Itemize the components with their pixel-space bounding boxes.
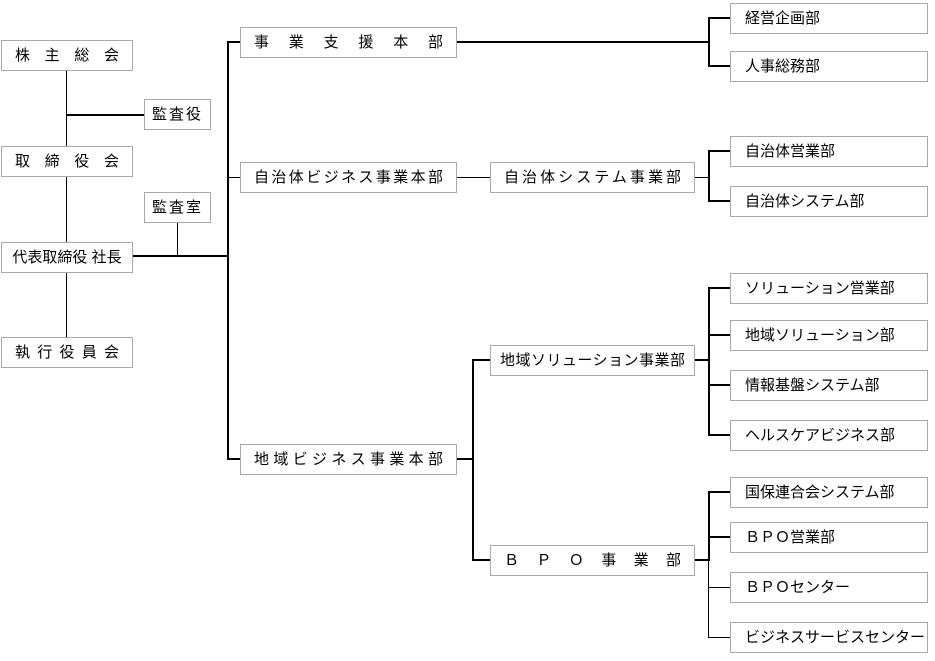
connector-line xyxy=(66,273,67,337)
node-information-infrastructure-dept: 情報基盤システム部 xyxy=(730,370,928,401)
connector-line xyxy=(474,359,490,361)
connector-line xyxy=(708,150,710,202)
node-auditor: 監査役 xyxy=(144,99,211,130)
connector-line xyxy=(708,17,730,19)
node-regional-solution-dept: 地域ソリューション部 xyxy=(730,320,928,351)
connector-line xyxy=(708,200,730,202)
connector-line xyxy=(133,255,229,257)
connector-line xyxy=(708,287,710,436)
node-municipal-system-division: 自治体システム事業部 xyxy=(490,162,695,193)
connector-line xyxy=(66,71,67,146)
node-audit-office: 監査室 xyxy=(144,192,211,223)
connector-line xyxy=(708,384,730,386)
node-kokuho-federation-system-dept: 国保連合会システム部 xyxy=(730,477,928,508)
connector-line xyxy=(708,637,730,638)
connector-line xyxy=(695,177,709,178)
connector-line xyxy=(457,177,490,178)
node-corporate-planning-dept: 経営企画部 xyxy=(730,3,928,34)
connector-line xyxy=(457,41,710,43)
connector-line xyxy=(708,434,730,436)
node-municipal-system-dept: 自治体システム部 xyxy=(730,186,928,217)
connector-line xyxy=(708,334,730,336)
node-solution-sales-dept: ソリューション営業部 xyxy=(730,273,928,304)
connector-line xyxy=(708,287,730,289)
node-board-of-directors: 取締役会 xyxy=(1,146,133,177)
connector-line xyxy=(177,223,178,256)
connector-line xyxy=(708,561,709,638)
connector-line xyxy=(472,359,474,561)
connector-line xyxy=(695,559,709,561)
connector-line xyxy=(708,491,710,561)
connector-line xyxy=(229,177,240,178)
connector-line xyxy=(708,491,730,493)
node-bpo-division: ＢＰＯ事業部 xyxy=(490,545,695,576)
node-regional-business-hq: 地域ビジネス事業本部 xyxy=(240,444,457,475)
node-shareholders-meeting: 株主総会 xyxy=(1,40,133,71)
connector-line xyxy=(708,536,730,538)
connector-line xyxy=(66,177,67,242)
node-president: 代表取締役 社長 xyxy=(1,242,133,273)
connector-line xyxy=(66,114,144,116)
connector-line xyxy=(708,150,730,152)
node-business-support-hq: 事業支援本部 xyxy=(240,27,457,58)
node-healthcare-business-dept: ヘルスケアビジネス部 xyxy=(730,420,928,451)
connector-line xyxy=(708,587,730,588)
connector-line xyxy=(227,41,240,43)
node-business-service-center: ビジネスサービスセンター xyxy=(730,622,928,653)
connector-line xyxy=(708,65,730,67)
node-regional-solution-division: 地域ソリューション事業部 xyxy=(490,345,695,376)
connector-line xyxy=(708,17,710,67)
connector-line xyxy=(227,458,240,460)
connector-line xyxy=(695,359,709,361)
node-hr-general-affairs-dept: 人事総務部 xyxy=(730,51,928,82)
node-bpo-sales-dept: ＢＰＯ営業部 xyxy=(730,522,928,553)
node-municipal-sales-dept: 自治体営業部 xyxy=(730,136,928,167)
node-bpo-center: ＢＰＯセンター xyxy=(730,572,928,603)
connector-line xyxy=(457,458,474,460)
connector-line xyxy=(474,559,490,561)
node-municipal-business-hq: 自治体ビジネス事業本部 xyxy=(240,162,457,193)
node-executive-officers-committee: 執行役員会 xyxy=(1,337,133,368)
trunk-line xyxy=(227,41,229,460)
